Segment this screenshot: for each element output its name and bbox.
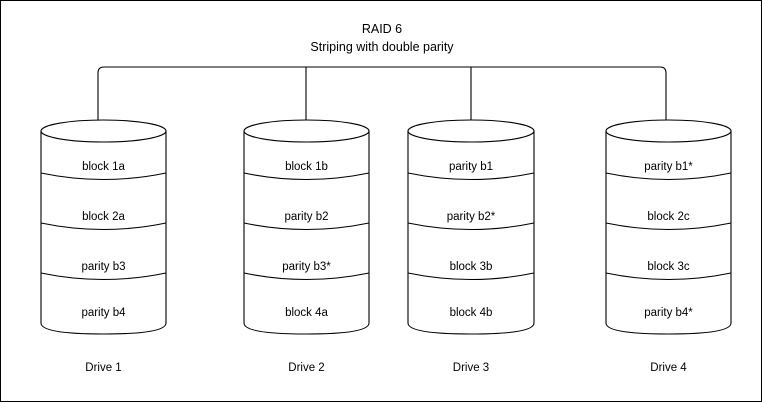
drive-4-block-3: block 3c xyxy=(647,261,689,273)
diagram-title-line2: Striping with double parity xyxy=(310,40,454,54)
drive-3-top-ellipse xyxy=(407,119,535,143)
drive-1-block-2: block 2a xyxy=(82,211,125,223)
drive-2-divider-1 xyxy=(243,172,370,181)
drive-2-block-3: parity b3* xyxy=(282,261,331,273)
drive-1-divider-3 xyxy=(40,272,167,281)
drive-4-divider-1 xyxy=(605,172,732,181)
drive-3-body xyxy=(407,130,535,335)
drive-3-block-3: block 3b xyxy=(450,261,493,273)
drive-1-block-4: parity b4 xyxy=(81,307,126,319)
bracket-outline xyxy=(97,66,667,123)
drive-2-label: Drive 2 xyxy=(288,362,324,374)
drive-4-label: Drive 4 xyxy=(650,362,687,374)
diagram-title-line1: RAID 6 xyxy=(362,22,402,36)
controller-bracket xyxy=(97,66,667,123)
drive-4-divider-3 xyxy=(605,272,732,281)
drive-4-divider-2 xyxy=(605,222,732,231)
drive-3-divider-2 xyxy=(407,222,535,231)
drive-1-divider-2 xyxy=(40,222,167,231)
drive-1-block-3: parity b3 xyxy=(81,261,125,273)
drive-4-block-1: parity b1* xyxy=(644,161,693,173)
drive-3[interactable]: parity b1 parity b2* block 3b block 4b D… xyxy=(407,119,535,374)
drive-3-block-1: parity b1 xyxy=(449,161,493,173)
drive-1-body xyxy=(40,130,167,335)
drive-3-label: Drive 3 xyxy=(453,362,489,374)
drive-3-divider-1 xyxy=(407,172,535,181)
drive-4-top-ellipse xyxy=(605,119,732,143)
drive-4[interactable]: parity b1* block 2c block 3c parity b4* … xyxy=(605,119,732,374)
drive-2-block-1: block 1b xyxy=(285,161,328,173)
drive-3-divider-3 xyxy=(407,272,535,281)
drive-1-top-ellipse xyxy=(40,119,167,143)
drive-2-top-ellipse xyxy=(243,119,370,143)
drive-1-block-1: block 1a xyxy=(82,161,125,173)
drive-2-divider-3 xyxy=(243,272,370,281)
drive-3-block-4: block 4b xyxy=(450,307,493,319)
drive-2[interactable]: block 1b parity b2 parity b3* block 4a D… xyxy=(243,119,370,374)
drive-1[interactable]: block 1a block 2a parity b3 parity b4 Dr… xyxy=(40,119,167,374)
drive-3-block-2: parity b2* xyxy=(447,211,496,223)
drive-4-block-2: block 2c xyxy=(647,211,689,223)
drive-4-body xyxy=(605,130,732,335)
drive-1-divider-1 xyxy=(40,172,167,181)
drive-4-block-4: parity b4* xyxy=(644,307,693,319)
drive-1-label: Drive 1 xyxy=(85,362,121,374)
drive-2-block-4: block 4a xyxy=(285,307,328,319)
drive-2-block-2: parity b2 xyxy=(284,211,328,223)
drive-2-body xyxy=(243,130,370,335)
drive-2-divider-2 xyxy=(243,222,370,231)
